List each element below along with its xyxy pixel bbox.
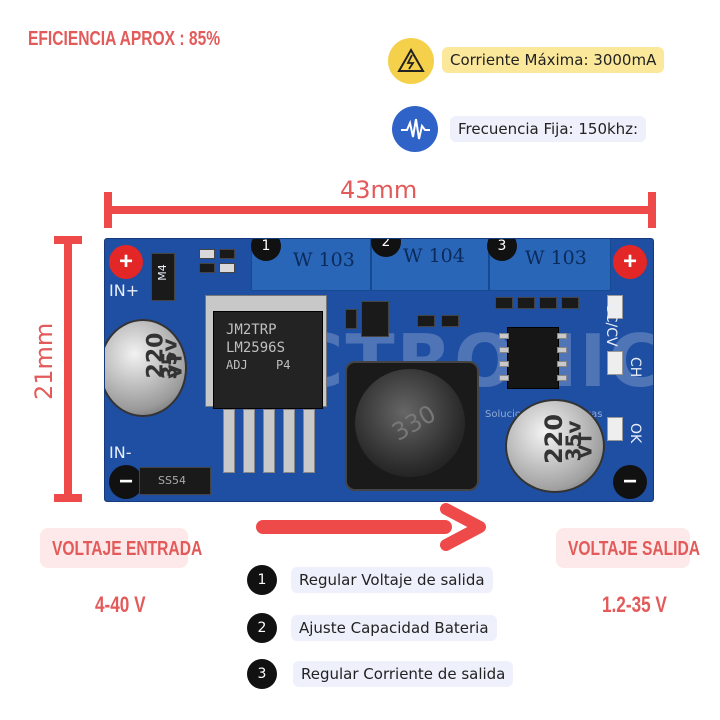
- max-current-label: Corriente Máxima: 3000mA: [442, 47, 665, 73]
- height-dimension-label: 21mm: [30, 322, 58, 400]
- output-plus-terminal: +: [613, 245, 647, 279]
- diode-m4: M4: [151, 253, 175, 301]
- ic-pin: [303, 409, 315, 473]
- legend-badge-3: 3: [247, 659, 277, 689]
- smd-resistor: [345, 309, 357, 329]
- capacitor-left: 220 35v VT: [105, 319, 187, 417]
- potentiometer-1-badge: 1: [251, 239, 281, 261]
- width-dimension-cap-right: [648, 192, 656, 228]
- smd-resistor: [199, 249, 215, 259]
- control-ic-pin: [557, 361, 567, 367]
- control-ic-pin: [557, 375, 567, 381]
- led-label-ok: OK: [627, 423, 643, 444]
- inductor-label: 330: [387, 399, 441, 447]
- legend-label-2: Ajuste Capacidad Bateria: [291, 615, 497, 641]
- potentiometer-2-badge: 2: [371, 239, 401, 257]
- efficiency-label: EFICIENCIA APROX : 85%: [28, 28, 221, 50]
- legend-label-3: Regular Corriente de salida: [293, 661, 514, 687]
- frequency-label: Frecuencia Fija: 150khz:: [450, 116, 647, 142]
- height-dimension-line: [64, 238, 72, 500]
- led-ok: [607, 417, 623, 441]
- ic-pin: [223, 409, 235, 473]
- smd-resistor: [219, 263, 235, 273]
- potentiometer-3-label: W 103: [525, 247, 587, 269]
- led-ch: [607, 351, 623, 375]
- diode-m4-label: M4: [155, 264, 169, 281]
- width-dimension-line: [106, 206, 654, 214]
- control-ic-pin: [499, 347, 509, 353]
- transistor: [361, 301, 389, 337]
- input-voltage-badge: [40, 528, 188, 568]
- pcb-board: BICTRONIC Soluciones Electronicas + + − …: [104, 238, 654, 502]
- legend-badge-2: 2: [247, 613, 277, 643]
- control-ic: [507, 327, 559, 389]
- control-ic-pin: [499, 333, 509, 339]
- direction-arrow-shaft: [256, 520, 452, 534]
- control-ic-pin: [499, 375, 509, 381]
- smd-resistor: [441, 315, 459, 327]
- ic-label-3: ADJ: [226, 358, 248, 372]
- warning-icon: [388, 38, 434, 84]
- output-voltage-title: VOLTAJE SALIDA: [568, 538, 701, 560]
- width-dimension-cap-left: [104, 192, 112, 228]
- smd-resistor: [561, 297, 579, 309]
- ic-label-2: LM2596S: [226, 340, 286, 356]
- in-minus-label: IN-: [109, 443, 132, 462]
- smd-resistor: [517, 297, 535, 309]
- output-voltage-value: 1.2-35 V: [602, 592, 667, 617]
- output-voltage-badge: [556, 528, 690, 568]
- capacitor-left-line3: VT: [165, 352, 187, 379]
- ic-pin: [243, 409, 255, 473]
- inductor: 330: [345, 361, 479, 491]
- led-cc-cv: [607, 295, 623, 319]
- ic-pin: [283, 409, 295, 473]
- ic-label-4: P4: [276, 358, 291, 372]
- inductor-coil: 330: [355, 369, 465, 477]
- width-dimension-label: 43mm: [340, 176, 418, 204]
- potentiometer-3-badge: 3: [487, 239, 517, 261]
- diode-ss54-label: SS54: [158, 474, 186, 487]
- led-label-ch: CH: [627, 357, 643, 378]
- potentiometer-2-label: W 104: [403, 245, 465, 267]
- capacitor-right-line3: VT: [575, 432, 597, 459]
- smd-resistor: [539, 297, 557, 309]
- led-label-cc-cv: CC/CV: [603, 303, 619, 347]
- ic-pin: [263, 409, 275, 473]
- height-dimension-cap-top: [54, 236, 82, 244]
- output-minus-terminal: −: [613, 465, 647, 499]
- smd-resistor: [219, 249, 235, 259]
- regulator-ic: JM2TRP LM2596S ADJ P4: [213, 311, 323, 409]
- control-ic-pin: [499, 361, 509, 367]
- input-plus-terminal: +: [109, 245, 143, 279]
- legend-label-1: Regular Voltaje de salida: [291, 567, 493, 593]
- control-ic-pin: [557, 347, 567, 353]
- smd-resistor: [417, 315, 435, 327]
- direction-arrow-head: [440, 503, 490, 556]
- diode-ss54: SS54: [139, 467, 211, 495]
- legend-badge-1: 1: [247, 565, 277, 595]
- in-plus-label: IN+: [109, 281, 140, 300]
- smd-resistor: [199, 263, 215, 273]
- input-voltage-title: VOLTAJE ENTRADA: [52, 538, 203, 560]
- potentiometer-1-label: W 103: [293, 249, 355, 271]
- pulse-wave-icon: [392, 106, 438, 152]
- smd-resistor: [495, 297, 513, 309]
- capacitor-right: 220 35v VT: [505, 399, 605, 493]
- input-minus-terminal: −: [109, 465, 143, 499]
- height-dimension-cap-bottom: [54, 494, 82, 502]
- control-ic-pin: [557, 333, 567, 339]
- input-voltage-value: 4-40 V: [95, 592, 146, 617]
- ic-label-1: JM2TRP: [226, 322, 277, 338]
